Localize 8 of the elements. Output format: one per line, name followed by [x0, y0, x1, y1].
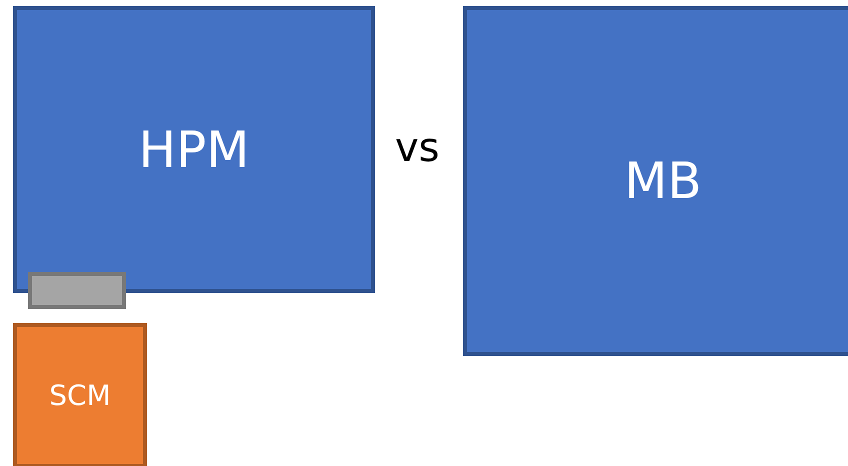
block-rectangle	[463, 6, 848, 356]
connector-block	[28, 272, 126, 309]
module-rectangle	[13, 323, 147, 466]
comparison-text: vs	[395, 125, 440, 171]
block-rectangle	[13, 6, 375, 293]
block-label: SCM	[49, 379, 111, 412]
block-label: MB	[624, 152, 702, 210]
block-label: HPM	[138, 120, 250, 178]
